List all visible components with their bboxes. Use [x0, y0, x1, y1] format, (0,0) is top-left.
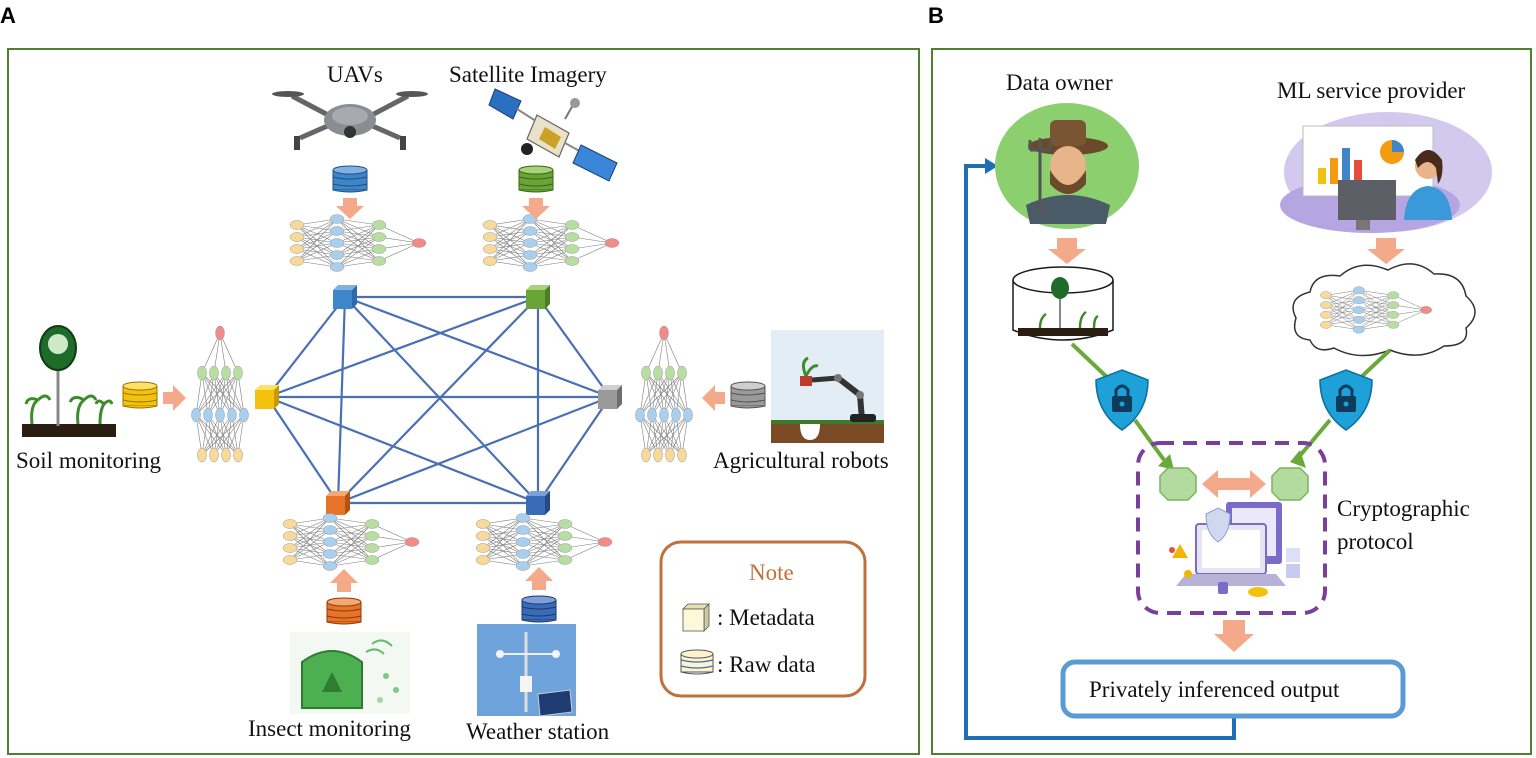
note-title: Note [749, 560, 794, 585]
panel-a-frame [7, 48, 920, 755]
lock-shield-right-icon [1319, 369, 1373, 431]
db-weather [521, 595, 557, 623]
arrow-weather-up [525, 567, 553, 590]
label-uavs: UAVs [327, 62, 383, 87]
label-weather: Weather station [466, 719, 610, 744]
arrows-panel-b [1048, 238, 1405, 652]
arrow-insect-up [330, 569, 358, 592]
label-insect: Insect monitoring [248, 716, 411, 741]
arrow-soil-right [163, 385, 186, 411]
label-crypto-line2: protocol [1337, 529, 1414, 554]
green-links [1070, 342, 1392, 462]
satellite-icon [488, 88, 618, 182]
output-box [1060, 659, 1406, 719]
label-data-owner: Data owner [1006, 70, 1113, 95]
db-robot [730, 381, 766, 409]
arrow-uav-down [336, 198, 364, 219]
cube-weather [526, 491, 550, 515]
arrow-owner-down [1048, 238, 1086, 264]
nn-insect [282, 513, 420, 571]
db-satellite [518, 165, 554, 193]
label-crypto-line1: Cryptographic [1337, 496, 1470, 521]
cube-soil [255, 385, 279, 409]
ml-provider-icon [1280, 112, 1492, 233]
nn-satellite [482, 214, 620, 272]
note-db-icon [680, 649, 714, 675]
green-arrowhead-right [1290, 450, 1306, 468]
node-mesh [266, 295, 611, 505]
arrow-protocol-down [1214, 620, 1254, 652]
label-output: Privately inferenced output [1089, 677, 1340, 702]
provider-cloud [1292, 263, 1476, 357]
agri-robot-icon [771, 330, 884, 443]
party-octagon-right [1271, 467, 1309, 501]
nn-weather [475, 513, 613, 571]
cube-insect [326, 491, 350, 515]
label-soil: Soil monitoring [16, 448, 162, 473]
arrow-sat-down [522, 198, 550, 219]
note-rawdata-label: : Raw data [717, 652, 816, 677]
nn-robot [636, 326, 693, 462]
cube-uav [333, 285, 357, 309]
farmer-avatar-icon [995, 103, 1139, 229]
owner-data-cylinder [1012, 266, 1114, 341]
db-insect [326, 597, 362, 625]
arrows-panel-a [163, 198, 725, 592]
crypto-protocol-box [1136, 441, 1327, 615]
feedback-arrowhead [985, 158, 998, 174]
arrow-provider-down [1367, 238, 1405, 264]
feedback-loop-line [964, 164, 1236, 740]
note-metadata-label: : Metadata [717, 605, 815, 630]
nn-uav [289, 214, 427, 272]
label-satellite: Satellite Imagery [449, 62, 607, 87]
nn-soil [192, 326, 249, 462]
party-octagon-left [1159, 467, 1197, 501]
cube-robot [598, 385, 622, 409]
cube-satellite [526, 285, 550, 309]
panel-b-frame [931, 48, 1532, 755]
secure-laptop-icon [1169, 502, 1300, 597]
db-uav [332, 165, 368, 193]
db-soil [122, 381, 158, 409]
soil-monitor-icon [22, 315, 116, 437]
note-cube-icon [682, 603, 710, 632]
insect-trap-icon [290, 632, 410, 714]
panel-a-letter: A [0, 3, 16, 28]
green-arrowhead-left [1158, 454, 1174, 470]
panel-b-letter: B [928, 3, 944, 28]
lock-shield-left-icon [1095, 369, 1149, 431]
label-ml-provider: ML service provider [1277, 78, 1466, 103]
drone-icon [272, 91, 428, 150]
arrow-robot-left [702, 385, 725, 411]
double-arrow-exchange [1202, 470, 1266, 498]
label-robots: Agricultural robots [713, 448, 889, 473]
weather-station-icon [477, 624, 576, 717]
